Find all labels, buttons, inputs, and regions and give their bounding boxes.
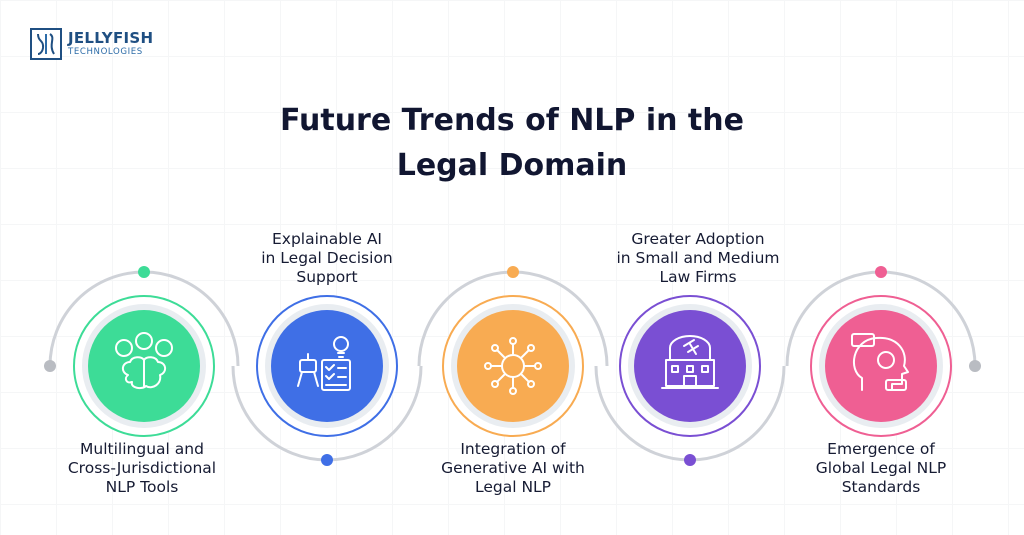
stage-5[interactable]: [810, 266, 952, 437]
stage-3-label-line-3: Legal NLP: [474, 478, 552, 496]
jellyfish-logo-icon: [30, 28, 62, 60]
track-end-dot: [969, 360, 981, 372]
company-logo[interactable]: JELLYFISH TECHNOLOGIES: [30, 28, 153, 60]
stage-1[interactable]: [73, 266, 215, 437]
logo-subtitle: TECHNOLOGIES: [68, 47, 143, 58]
track-start-dot: [44, 360, 56, 372]
stage-1-label-line-1: Multilingual and: [80, 440, 204, 458]
multilingual-brain-icon: [115, 332, 173, 390]
robot-checklist-icon: [297, 336, 351, 391]
stage-2-label-line-2: in Legal Decision: [261, 249, 393, 267]
stage-1-label: Multilingual and Cross-Jurisdictional NL…: [37, 440, 247, 497]
stage-3-label: Integration of Generative AI with Legal …: [408, 440, 618, 497]
stage-2[interactable]: [256, 295, 398, 466]
courthouse-gavel-icon: [661, 335, 719, 389]
title-line-2: Legal Domain: [396, 148, 628, 183]
stage-3-label-line-1: Integration of: [460, 440, 566, 458]
stage-1-label-line-3: NLP Tools: [105, 478, 179, 496]
stage-2-label-line-1: Explainable AI: [271, 230, 383, 248]
stage-1-label-line-2: Cross-Jurisdictional: [67, 459, 217, 477]
stage-3-label-line-2: Generative AI with: [441, 459, 585, 477]
stage-3[interactable]: [442, 266, 584, 437]
stage-4-label: Greater Adoption in Small and Medium Law…: [593, 230, 803, 287]
stage-5-dot: [875, 266, 887, 278]
stage-1-dot: [138, 266, 150, 278]
stage-2-label-line-3: Support: [296, 268, 358, 286]
stage-2-label: Explainable AI in Legal Decision Support: [222, 230, 432, 287]
stage-5-label-line-3: Standards: [841, 478, 921, 496]
stage-2-dot: [321, 454, 333, 466]
logo-name: JELLYFISH: [68, 29, 154, 48]
page-title: Future Trends of NLP in the Legal Domain: [0, 98, 1024, 188]
stage-4-label-line-2: in Small and Medium: [616, 249, 780, 267]
head-gear-nlp-icon: [851, 333, 909, 391]
ai-network-icon: [484, 337, 542, 395]
stage-3-dot: [507, 266, 519, 278]
stage-5-label-line-2: Global Legal NLP: [815, 459, 947, 477]
title-line-1: Future Trends of NLP in the: [280, 103, 744, 138]
timeline-track: [48, 270, 977, 462]
stage-4-label-line-3: Law Firms: [659, 268, 737, 286]
stage-4[interactable]: [619, 295, 761, 466]
stage-4-dot: [684, 454, 696, 466]
stage-5-label: Emergence of Global Legal NLP Standards: [776, 440, 986, 497]
stage-5-label-line-1: Emergence of: [827, 440, 935, 458]
stage-4-label-line-1: Greater Adoption: [631, 230, 765, 248]
